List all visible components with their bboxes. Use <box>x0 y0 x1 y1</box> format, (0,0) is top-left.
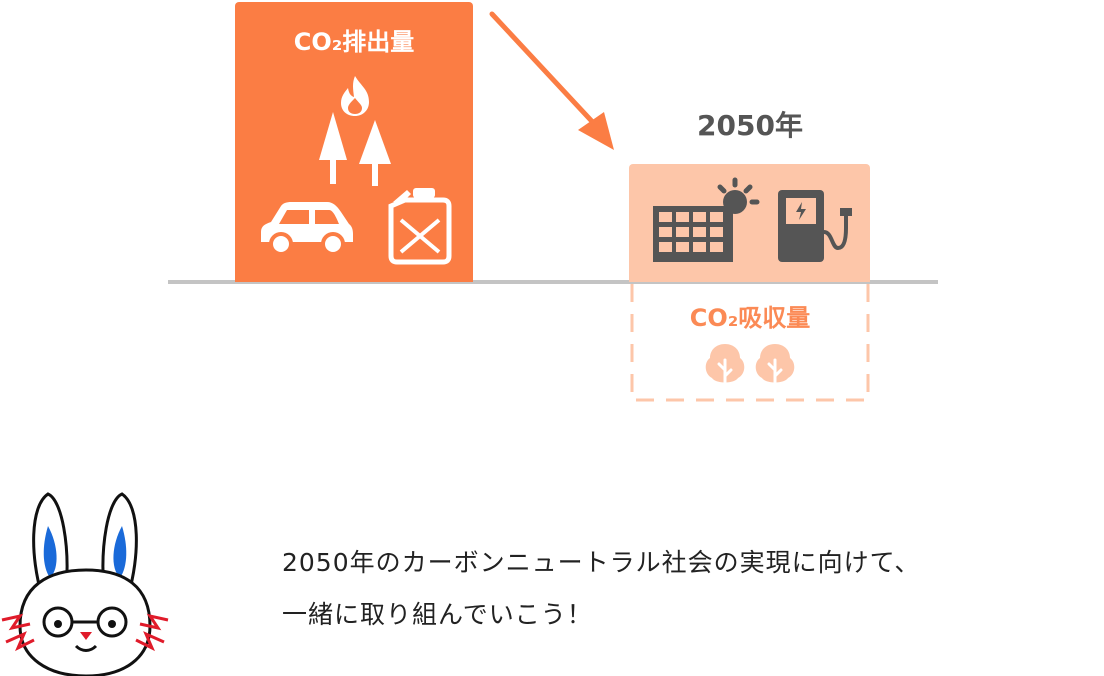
solar-panel-icon <box>653 177 760 262</box>
absorption-title: CO₂吸収量 <box>689 304 811 332</box>
fuel-can-icon <box>388 188 452 265</box>
message-text: 2050年のカーボンニュートラル社会の実現に向けて、 一緒に取り組んでいこう！ <box>282 537 1082 641</box>
message-line-2: 一緒に取り組んでいこう！ <box>282 600 593 629</box>
tree-icon <box>319 112 391 186</box>
emission-box: CO₂排出量 <box>235 2 473 282</box>
ev-charger-icon <box>778 190 852 262</box>
fire-icon <box>341 76 369 116</box>
year-label: 2050年 <box>697 109 803 142</box>
emission-title: CO₂排出量 <box>293 28 415 56</box>
future-emission-box <box>629 164 870 282</box>
tree-icon <box>755 344 795 388</box>
car-icon <box>261 202 353 256</box>
tree-icon <box>705 344 745 388</box>
rabbit-mascot-icon <box>1 492 169 676</box>
message-line-1: 2050年のカーボンニュートラル社会の実現に向けて、 <box>282 548 921 577</box>
